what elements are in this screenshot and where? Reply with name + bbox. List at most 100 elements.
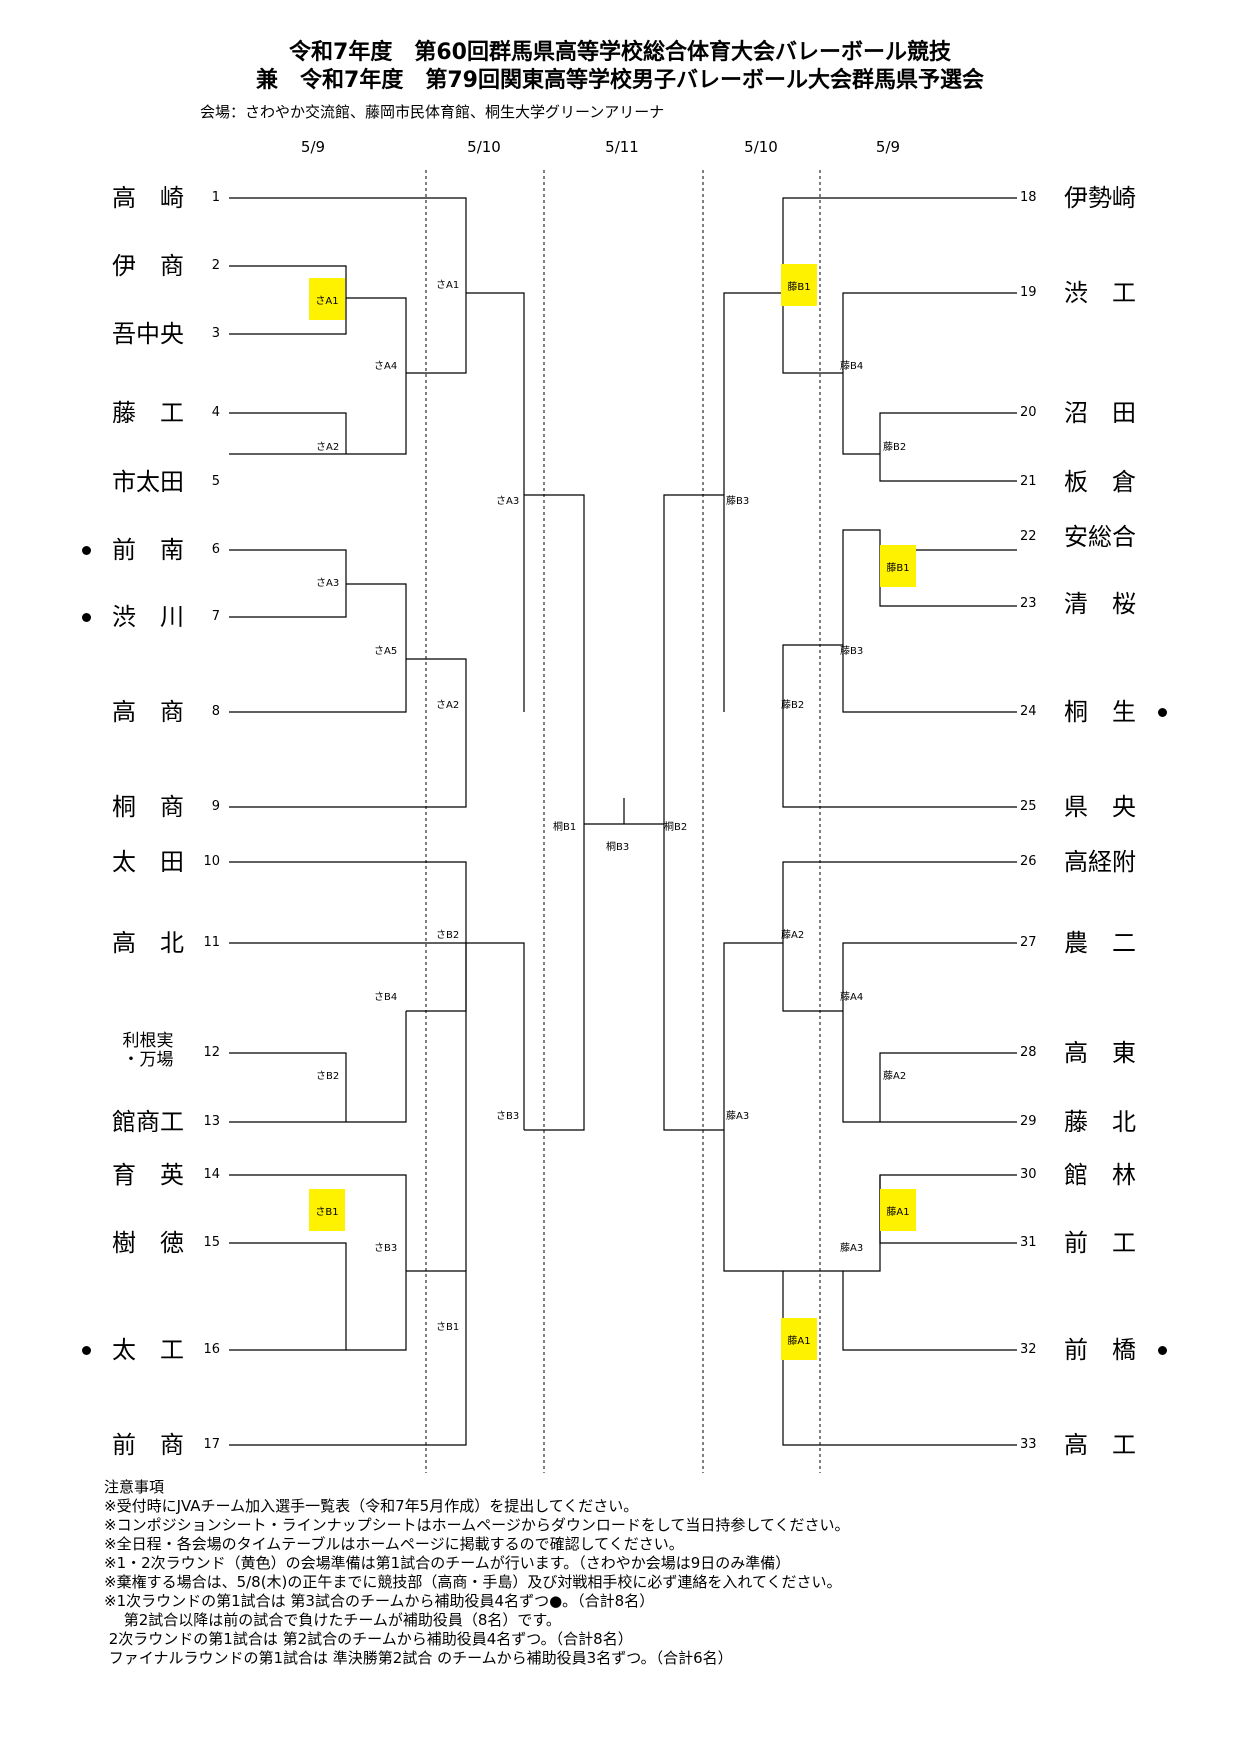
match-label: 藤B2: [781, 700, 805, 711]
note-item: ※棄権する場合は、5/8(木)の正午までに競技部（高商・手島）及び対戦相手校に必…: [104, 1573, 842, 1591]
seed-number: 9: [211, 799, 220, 814]
match-label-highlight: さA1: [309, 278, 345, 320]
team-left-2: 伊 商: [112, 252, 184, 280]
seed-number: 2: [211, 258, 220, 273]
team-left-4: 藤 工: [112, 399, 184, 427]
match-label-highlight: さB1: [309, 1189, 345, 1231]
match-label: 桐B3: [606, 842, 630, 853]
team-left-11: 高 北: [112, 929, 184, 957]
seed-number: 23: [1020, 596, 1037, 611]
match-label: さB4: [374, 992, 398, 1003]
match-label-highlight: 藤B1: [781, 264, 817, 306]
team-left-10: 太 田: [112, 848, 184, 876]
seed-number: 16: [203, 1342, 220, 1357]
note-item: ※全日程・各会場のタイムテーブルはホームページに掲載するので確認してください。: [104, 1535, 684, 1553]
match-label: 藤A2: [883, 1071, 907, 1082]
venue-text: 会場：さわやか交流館、藤岡市民体育館、桐生大学グリーンアリーナ: [200, 103, 665, 121]
seed-number: 31: [1020, 1235, 1037, 1250]
team-right-29: 藤 北: [1064, 1108, 1136, 1136]
match-label: さB2: [436, 930, 460, 941]
seed-number: 27: [1020, 935, 1037, 950]
match-label: 桐B2: [664, 822, 688, 833]
team-right-31: 前 工: [1064, 1229, 1136, 1257]
seed-number: 11: [203, 935, 220, 950]
team-right-26: 高経附: [1064, 848, 1136, 876]
seed-number: 24: [1020, 704, 1037, 719]
seed-number: 21: [1020, 474, 1037, 489]
seed-number: 12: [203, 1045, 220, 1060]
note-item: ※1・2次ラウンド（黄色）の会場準備は第1試合のチームが行います。（さわやか会場…: [104, 1554, 791, 1572]
match-label: 藤B4: [840, 361, 864, 372]
note-item: ※受付時にJVAチーム加入選手一覧表（令和7年5月作成）を提出してください。: [104, 1497, 639, 1515]
seed-number: 4: [211, 405, 220, 420]
seed-number: 20: [1020, 405, 1037, 420]
match-label: 藤A3: [726, 1111, 750, 1122]
seed-number: 26: [1020, 854, 1037, 869]
seed-number: 10: [203, 854, 220, 869]
seed-number: 28: [1020, 1045, 1037, 1060]
match-label: 藤B3: [840, 646, 864, 657]
seed-number: 25: [1020, 799, 1037, 814]
team-left-12: 利根実 ・万場: [122, 1031, 174, 1070]
title-line-2: 兼 令和7年度 第79回関東高等学校男子バレーボール大会群馬県予選会: [256, 68, 984, 93]
seed-number: 8: [211, 704, 220, 719]
match-label: 藤A3: [840, 1243, 864, 1254]
team-left-9: 桐 商: [112, 793, 184, 821]
match-label-highlight: 藤A1: [880, 1189, 916, 1231]
seed-number: 13: [203, 1114, 220, 1129]
note-item: 2次ラウンドの第1試合は 第2試合のチームから補助役員4名ずつ。（合計8名）: [104, 1630, 633, 1648]
team-right-27: 農 二: [1064, 929, 1136, 957]
match-label: さA2: [316, 442, 340, 453]
team-left-15: 樹 徳: [112, 1229, 184, 1257]
seed-number: 29: [1020, 1114, 1037, 1129]
team-left-1: 高 崎: [112, 184, 184, 212]
bullet-icon: [82, 613, 91, 622]
match-label: さA4: [374, 361, 398, 372]
date-left-round1: 5/9: [300, 138, 326, 156]
match-label: さB2: [316, 1071, 340, 1082]
date-right-round2: 5/10: [744, 138, 778, 156]
note-item: ファイナルラウンドの第1試合は 準決勝第2試合 のチームから補助役員3名ずつ。（…: [104, 1649, 733, 1667]
bracket-final: [584, 798, 664, 825]
match-label-highlight: 藤A1: [781, 1318, 817, 1360]
date-right-round1: 5/9: [875, 138, 901, 156]
seed-number: 14: [203, 1167, 220, 1182]
team-right-18: 伊勢崎: [1064, 184, 1136, 212]
seed-number: 33: [1020, 1437, 1037, 1452]
team-right-22: 安総合: [1064, 523, 1136, 551]
team-right-21: 板 倉: [1064, 468, 1136, 496]
team-left-6: 前 南: [112, 536, 184, 564]
seed-number: 22: [1020, 529, 1037, 544]
match-label: さB3: [496, 1111, 520, 1122]
team-left-16: 太 工: [112, 1336, 184, 1364]
team-right-23: 清 桜: [1064, 590, 1136, 618]
title-line-1: 令和7年度 第60回群馬県高等学校総合体育大会バレーボール競技: [289, 40, 951, 65]
seed-number: 6: [211, 542, 220, 557]
seed-number: 18: [1020, 190, 1037, 205]
seed-number: 30: [1020, 1167, 1037, 1182]
bullet-icon: [82, 546, 91, 555]
seed-number: 15: [203, 1235, 220, 1250]
bullet-icon: [82, 1346, 91, 1355]
seed-number: 32: [1020, 1342, 1037, 1357]
seed-number: 3: [211, 326, 220, 341]
note-item: ※コンポジションシート・ラインナップシートはホームページからダウンロードをして当…: [104, 1516, 850, 1534]
match-label: 藤B2: [883, 442, 907, 453]
date-final: 5/11: [605, 138, 639, 156]
date-left-round2: 5/10: [467, 138, 501, 156]
team-right-32: 前 橋: [1064, 1336, 1136, 1364]
bullet-icon: [1158, 708, 1167, 717]
bracket-right: [663, 197, 1017, 1446]
match-label: さA3: [496, 496, 520, 507]
team-left-17: 前 商: [112, 1431, 184, 1459]
team-right-28: 高 東: [1064, 1039, 1136, 1067]
team-right-33: 高 工: [1064, 1431, 1136, 1459]
note-item: ※1次ラウンドの第1試合は 第3試合のチームから補助役員4名ずつ●。（合計8名）: [104, 1592, 655, 1610]
match-label: さA2: [436, 700, 460, 711]
team-right-30: 館 林: [1064, 1161, 1136, 1189]
seed-number: 1: [211, 190, 220, 205]
match-label-highlight: 藤B1: [880, 545, 916, 587]
team-right-25: 県 央: [1064, 793, 1136, 821]
seed-number: 5: [211, 474, 220, 489]
match-label: さA5: [374, 646, 398, 657]
